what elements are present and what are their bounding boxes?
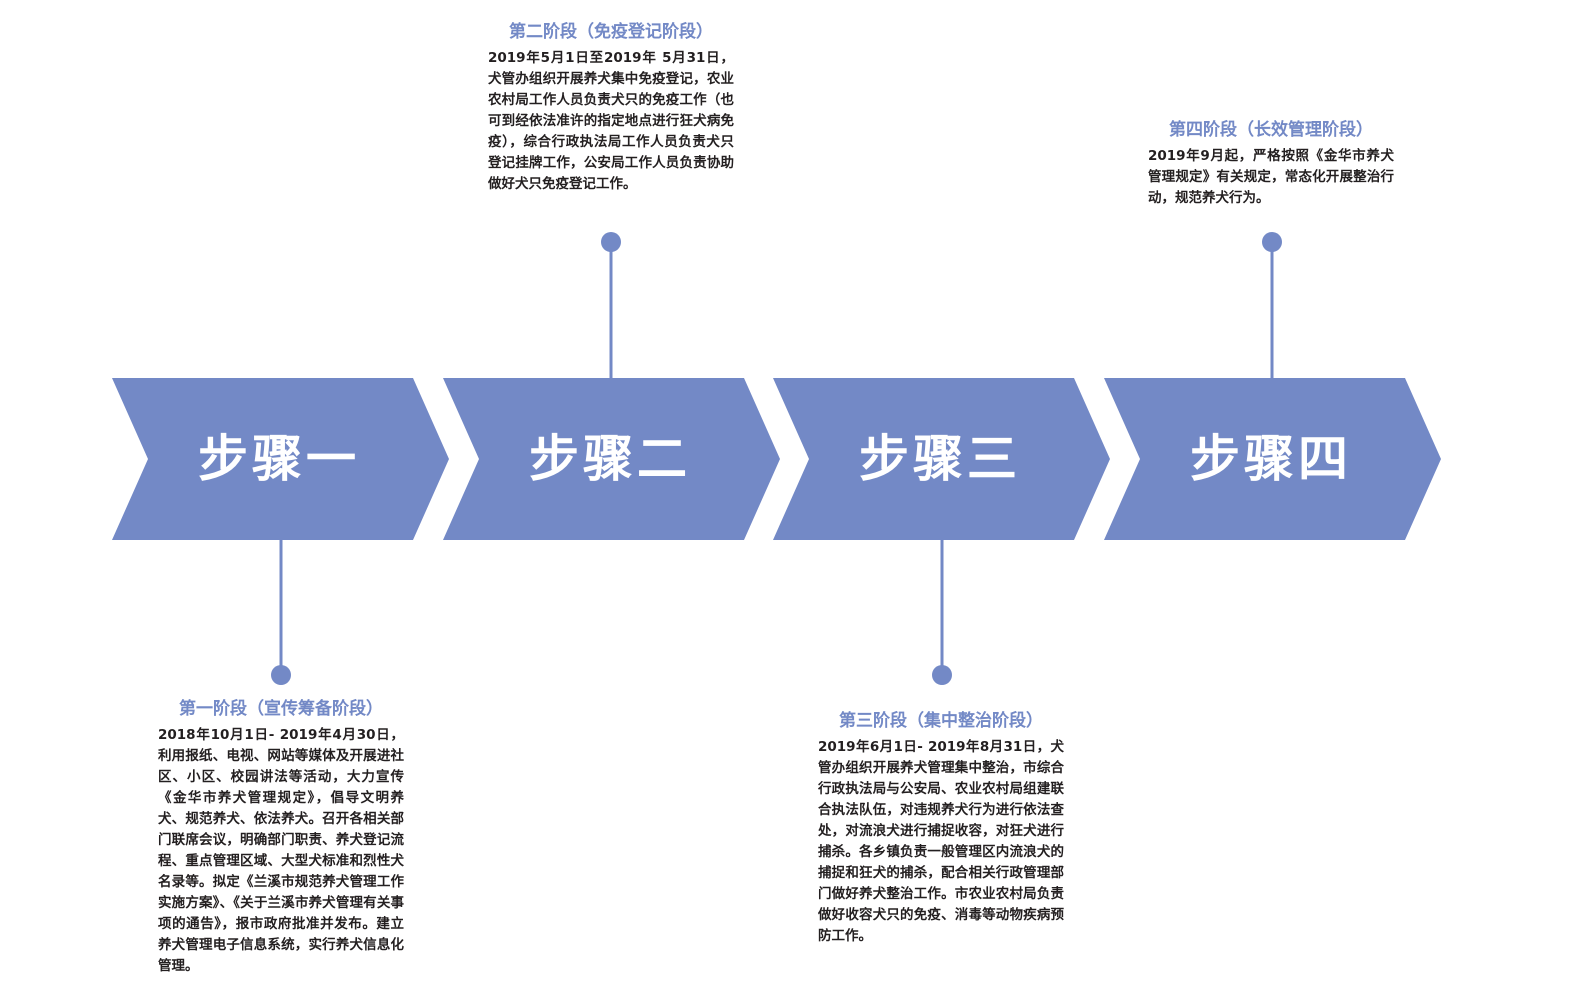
stage-card-1: 第一阶段（宣传筹备阶段） 2018年10月1日- 2019年4月30日，利用报纸… (158, 694, 404, 977)
step-label-4: 步骤四 (1190, 430, 1352, 488)
step-arrow-2 (443, 378, 780, 540)
stage-title-1: 第一阶段（宣传筹备阶段） (179, 699, 383, 719)
connector-dot-step-2 (601, 232, 621, 252)
stage-body-1: 2018年10月1日- 2019年4月30日，利用报纸、电视、网站等媒体及开展进… (158, 727, 404, 974)
stage-card-2: 第二阶段（免疫登记阶段） 2019年5月1日至2019年 5月31日，犬管办组织… (488, 17, 734, 195)
connector-dot-step-3 (932, 665, 952, 685)
step-label-3: 步骤三 (859, 430, 1021, 488)
stage-body-2: 2019年5月1日至2019年 5月31日，犬管办组织开展养犬集中免疫登记，农业… (488, 50, 734, 192)
connector-dot-step-4 (1262, 232, 1282, 252)
step-arrow-1 (112, 378, 449, 540)
stage-card-4: 第四阶段（长效管理阶段） 2019年9月起，严格按照《金华市养犬管理规定》有关规… (1148, 115, 1394, 209)
step-arrow-3 (773, 378, 1110, 540)
step-label-1: 步骤一 (198, 430, 360, 488)
stage-title-2: 第二阶段（免疫登记阶段） (509, 22, 713, 42)
stage-title-3: 第三阶段（集中整治阶段） (839, 711, 1043, 731)
stage-card-3: 第三阶段（集中整治阶段） 2019年6月1日- 2019年8月31日，犬管办组织… (818, 706, 1064, 947)
stage-body-3: 2019年6月1日- 2019年8月31日，犬管办组织开展养犬管理集中整治，市综… (818, 739, 1064, 944)
stage-title-4: 第四阶段（长效管理阶段） (1169, 120, 1373, 140)
stage-body-4: 2019年9月起，严格按照《金华市养犬管理规定》有关规定，常态化开展整治行动，规… (1148, 148, 1394, 206)
connector-dot-step-1 (271, 665, 291, 685)
step-label-2: 步骤二 (529, 430, 691, 488)
step-arrow-4 (1104, 378, 1441, 540)
